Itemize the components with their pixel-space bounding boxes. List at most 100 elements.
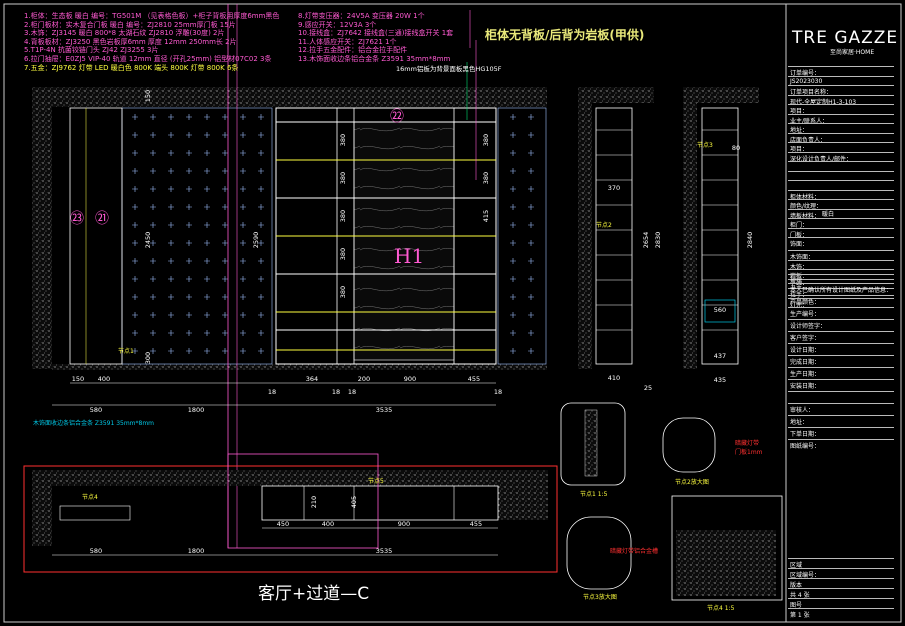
note-line: 12.拉手五金配件：铝合金拉手配件: [298, 46, 408, 55]
title-block-rule: [788, 227, 894, 229]
title-block-row: 灯光：: [790, 301, 809, 309]
elevation-front: [32, 4, 547, 548]
tall-door-left: [69, 107, 123, 365]
node-label-2: 节点2: [596, 222, 612, 229]
dimension-label: 150: [144, 90, 152, 102]
title-block-rule: [788, 297, 894, 299]
plan-left-unit: [59, 505, 131, 521]
node-label-1: 节点1: [118, 348, 134, 355]
title-block-rule: [788, 170, 894, 172]
title-block-rule: [788, 104, 894, 105]
title-block-row: 设计师签字：: [790, 323, 827, 330]
title-block-rule: [788, 295, 894, 296]
note-line: 9.感应开关：12V3A 3个: [298, 20, 377, 29]
title-block-row: 门板：: [790, 231, 809, 239]
title-block-rule: [788, 588, 894, 589]
title-block-row: 柜门：: [790, 222, 809, 229]
dimension-label: 380: [339, 134, 347, 146]
plan-wall-right: [498, 470, 548, 520]
plan-view: [23, 453, 558, 573]
detail-label-2: 节点2放大图: [675, 479, 709, 486]
title-block-rule: [788, 403, 894, 404]
title-block-rule: [788, 66, 894, 67]
title-block-rule: [788, 199, 894, 200]
title-block-rule: [788, 355, 894, 356]
title-block-row: 生产日期：: [790, 371, 821, 378]
dimension-label: 560: [714, 306, 726, 314]
dimension-label: 1800: [188, 547, 205, 555]
dimension-label: 400: [322, 520, 334, 528]
dimension-label: 2840: [746, 232, 754, 249]
detail-side-3: 暗藏灯带铝合金槽: [610, 548, 659, 555]
dimension-label: 18: [268, 388, 276, 396]
title-block-row: 审核人：: [790, 407, 815, 414]
dimension-label: 400: [98, 375, 110, 383]
note-line: 6.拉门抽屉：E0ZJ5 VIP-40 轨道 12mm 直径 (开孔25mm) …: [24, 54, 272, 63]
detail-side-2: 门板1mm: [735, 449, 763, 456]
dimension-label: 435: [714, 376, 726, 384]
dimension-label: 380: [339, 286, 347, 298]
dimension-label: 437: [714, 352, 726, 360]
dimension-label: 900: [398, 520, 410, 528]
detail-side-1: 暗藏灯带: [735, 440, 760, 447]
section-a: [578, 87, 654, 369]
callout-top: 柜体无背板/后背为岩板(甲供): [485, 28, 645, 42]
title-block-rule: [788, 568, 894, 569]
brand-logo: TRE GAZZE: [792, 28, 899, 48]
title-block-row: 项目：: [790, 146, 809, 153]
floor-strip: [52, 364, 547, 370]
title-block-row: 订单项目名称：: [790, 89, 833, 96]
detail-4-speckle: [676, 530, 776, 596]
dimension-label: 150: [72, 375, 84, 383]
dimension-label: 200: [358, 375, 370, 383]
note-line: 11.人体感应开关：ZJ7621 1个: [298, 37, 397, 46]
detail-3: [566, 516, 632, 590]
title-block-rule: [788, 269, 894, 270]
title-block-rule: [788, 132, 894, 134]
title-block-rule: [788, 123, 894, 124]
title-block-rule: [788, 189, 894, 191]
dimension-label: 25: [644, 384, 652, 392]
section-b: [683, 87, 759, 369]
marble-back-panel: [353, 121, 455, 361]
title-block-row: 墙板材料：: [790, 212, 821, 220]
node-label-4: 节点4: [82, 494, 98, 501]
dimension-label: 18: [332, 388, 340, 396]
dimension-label: 380: [339, 210, 347, 222]
wall-panel-left: [121, 107, 273, 365]
title-block-row: 图纸编号：: [790, 443, 821, 450]
dimension-label: 380: [339, 172, 347, 184]
cabinet-mark: H1: [394, 244, 425, 268]
title-block-rule: [788, 142, 894, 143]
shelf-lines: [276, 121, 496, 351]
dimension-label: 380: [482, 172, 490, 184]
dimension-label: 370: [608, 184, 620, 192]
title-block-rule: [788, 278, 894, 280]
title-block-row: 岩板：: [790, 273, 809, 280]
title-block-rule: [788, 439, 894, 440]
dimension-label: 415: [482, 210, 490, 222]
title-block-rule: [788, 218, 894, 219]
title-block-row: 深化设计负责人/邮件：: [790, 155, 853, 163]
title-block-row: 版本: [790, 582, 803, 589]
dimension-label: 405: [350, 496, 358, 508]
node-label-5: 节点5: [368, 478, 384, 485]
title-block-row: 地址：: [790, 127, 809, 134]
brand-logo-sub: 至尚家居·HOME: [830, 49, 875, 56]
title-block-rule: [788, 578, 894, 579]
ceiling-slab: [32, 87, 547, 107]
section-b-body: [701, 107, 739, 365]
title-block-row: JS2023030: [790, 77, 823, 85]
plan-wall-left: [32, 486, 52, 546]
note-line: 13.木饰面收边条铝合金条 Z3591 35mm*8mm: [298, 54, 451, 63]
dimension-label: 410: [608, 374, 620, 382]
dimension-label: 580: [90, 406, 102, 414]
dimension-label: 450: [277, 520, 289, 528]
dimension-label: 210: [310, 496, 318, 508]
title-block-rule: [788, 85, 894, 86]
title-block-rule: [788, 343, 894, 344]
bubble-22: ㉒: [390, 109, 404, 125]
dimension-label: 300: [144, 352, 152, 364]
